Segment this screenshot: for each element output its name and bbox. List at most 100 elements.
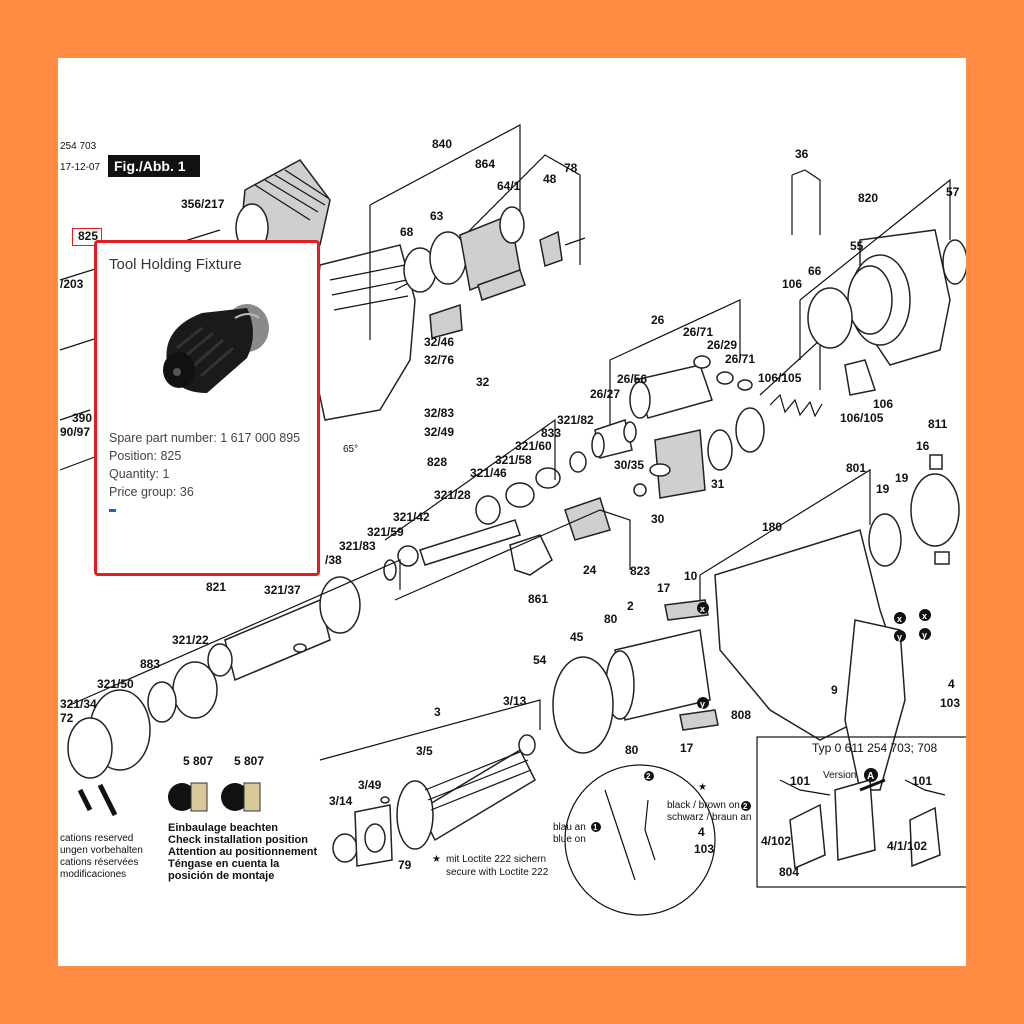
callout-861[interactable]: 861 (528, 592, 548, 606)
callout-5-b[interactable]: 5 (234, 754, 241, 768)
position-highlight-825[interactable] (72, 228, 102, 246)
install-ball-1 (168, 783, 196, 811)
callout-79[interactable]: 79 (398, 858, 412, 872)
callout-321-42[interactable]: 321/42 (393, 510, 430, 524)
callout-180[interactable]: 180 (762, 520, 782, 534)
callout-19-a[interactable]: 19 (876, 482, 890, 496)
callout-321-34[interactable]: 321/34 (60, 697, 97, 711)
callout-356-217[interactable]: 356/217 (181, 197, 225, 211)
install-ball-2 (221, 783, 249, 811)
callout-78[interactable]: 78 (564, 161, 578, 175)
callout-825[interactable]: 825 (78, 229, 98, 243)
callout-57[interactable]: 57 (946, 185, 960, 199)
callout-26-71-b[interactable]: 26/71 (725, 352, 755, 366)
callout-24[interactable]: 24 (583, 563, 597, 577)
version-label: Version (823, 770, 856, 781)
callout-804[interactable]: 804 (779, 865, 799, 879)
callout-19-b[interactable]: 19 (895, 471, 909, 485)
callout-32-83[interactable]: 32/83 (424, 406, 454, 420)
callout-30[interactable]: 30 (651, 512, 665, 526)
callout-3-5[interactable]: 3/5 (416, 744, 433, 758)
callout-840[interactable]: 840 (432, 137, 452, 151)
callout-31[interactable]: 31 (711, 477, 725, 491)
callout-80-a[interactable]: 80 (604, 612, 618, 626)
callout-2[interactable]: 2 (627, 599, 634, 613)
callout-808[interactable]: 808 (731, 708, 751, 722)
callout-63[interactable]: 63 (430, 209, 444, 223)
callout-3[interactable]: 3 (434, 705, 441, 719)
callout-321-46[interactable]: 321/46 (470, 466, 507, 480)
callout-17-b[interactable]: 17 (680, 741, 694, 755)
callout-72[interactable]: 72 (60, 711, 74, 725)
callout-10[interactable]: 10 (684, 569, 698, 583)
callout-106-105-b[interactable]: 106/105 (840, 411, 884, 425)
callout-321-50[interactable]: 321/50 (97, 677, 134, 691)
callout-833[interactable]: 833 (541, 426, 561, 440)
callout-26-29[interactable]: 26/29 (707, 338, 737, 352)
callout-321-58[interactable]: 321/58 (495, 453, 532, 467)
callout-103-a[interactable]: 103 (940, 696, 960, 710)
marker-x-3: x (922, 611, 927, 621)
callout-32-49[interactable]: 32/49 (424, 425, 454, 439)
callout-3-14[interactable]: 3/14 (329, 794, 353, 808)
callout-321-82[interactable]: 321/82 (557, 413, 594, 427)
callout-321-28[interactable]: 321/28 (434, 488, 471, 502)
callout-807-a[interactable]: 807 (193, 754, 213, 768)
callout-106-b[interactable]: 106 (873, 397, 893, 411)
callout-883[interactable]: 883 (140, 657, 160, 671)
callout-101-a[interactable]: 101 (790, 774, 810, 788)
callout-26[interactable]: 26 (651, 313, 665, 327)
callout-36[interactable]: 36 (795, 147, 809, 161)
callout-4-1-102[interactable]: 4/1/102 (887, 839, 927, 853)
callout-55[interactable]: 55 (850, 239, 864, 253)
callout-68[interactable]: 68 (400, 225, 414, 239)
callout-66[interactable]: 66 (808, 264, 822, 278)
callout-30-35[interactable]: 30/35 (614, 458, 644, 472)
callout-321-60[interactable]: 321/60 (515, 439, 552, 453)
callout-321-83[interactable]: 321/83 (339, 539, 376, 553)
svg-text:ungen vorbehalten: ungen vorbehalten (60, 845, 143, 856)
callout-821[interactable]: 821 (206, 580, 226, 594)
callout-4-102[interactable]: 4/102 (761, 834, 791, 848)
callout-32-76[interactable]: 32/76 (424, 353, 454, 367)
callout-54[interactable]: 54 (533, 653, 547, 667)
callout-390[interactable]: 390 (72, 411, 92, 425)
callout-103-b[interactable]: 103 (694, 842, 714, 856)
callout-801[interactable]: 801 (846, 461, 866, 475)
callout-820[interactable]: 820 (858, 191, 878, 205)
popup-link-dash[interactable] (109, 509, 116, 512)
callout-106-105-a[interactable]: 106/105 (758, 371, 802, 385)
callout-9[interactable]: 9 (831, 683, 838, 697)
callout-321-22[interactable]: 321/22 (172, 633, 209, 647)
callout-106-a[interactable]: 106 (782, 277, 802, 291)
callout-823[interactable]: 823 (630, 564, 650, 578)
callout-26-71-a[interactable]: 26/71 (683, 325, 713, 339)
callout-16[interactable]: 16 (916, 439, 930, 453)
part-info-popup: Tool Holding Fixture Spare part number: … (94, 240, 320, 576)
callout-811[interactable]: 811 (928, 417, 948, 431)
marker-x-1: x (700, 604, 705, 614)
callout-80-b[interactable]: 80 (625, 743, 639, 757)
callout-45[interactable]: 45 (570, 630, 584, 644)
callout-64-1[interactable]: 64/1 (497, 179, 521, 193)
callout-32-46[interactable]: 32/46 (424, 335, 454, 349)
callout-48[interactable]: 48 (543, 172, 557, 186)
callout-4-a[interactable]: 4 (948, 677, 955, 691)
callout-26-56[interactable]: 26/56 (617, 372, 647, 386)
callout-32[interactable]: 32 (476, 375, 490, 389)
callout-321-37[interactable]: 321/37 (264, 583, 301, 597)
callout-17-a[interactable]: 17 (657, 581, 671, 595)
callout-26-27[interactable]: 26/27 (590, 387, 620, 401)
callout-5-a[interactable]: 5 (183, 754, 190, 768)
callout-828[interactable]: 828 (427, 455, 447, 469)
callout-864[interactable]: 864 (475, 157, 495, 171)
callout-101-b[interactable]: 101 (912, 774, 932, 788)
callout-90-97[interactable]: 90/97 (60, 425, 90, 439)
callout-3-49[interactable]: 3/49 (358, 778, 382, 792)
callout-321-59[interactable]: 321/59 (367, 525, 404, 539)
callout-807-b[interactable]: 807 (244, 754, 264, 768)
callout-38[interactable]: /38 (325, 553, 342, 567)
callout-4-b[interactable]: 4 (698, 825, 705, 839)
callout-3-13[interactable]: 3/13 (503, 694, 527, 708)
callout-203[interactable]: /203 (60, 277, 84, 291)
